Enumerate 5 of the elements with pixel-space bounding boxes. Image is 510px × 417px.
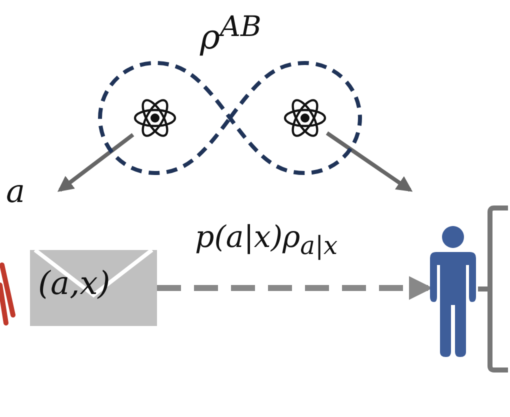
state-label: ρ$^{AB}$ [200,10,262,58]
message-label: (a,x) [38,264,110,302]
arrow [57,133,134,192]
envelope [30,250,157,326]
outcome-label: a [6,172,26,210]
